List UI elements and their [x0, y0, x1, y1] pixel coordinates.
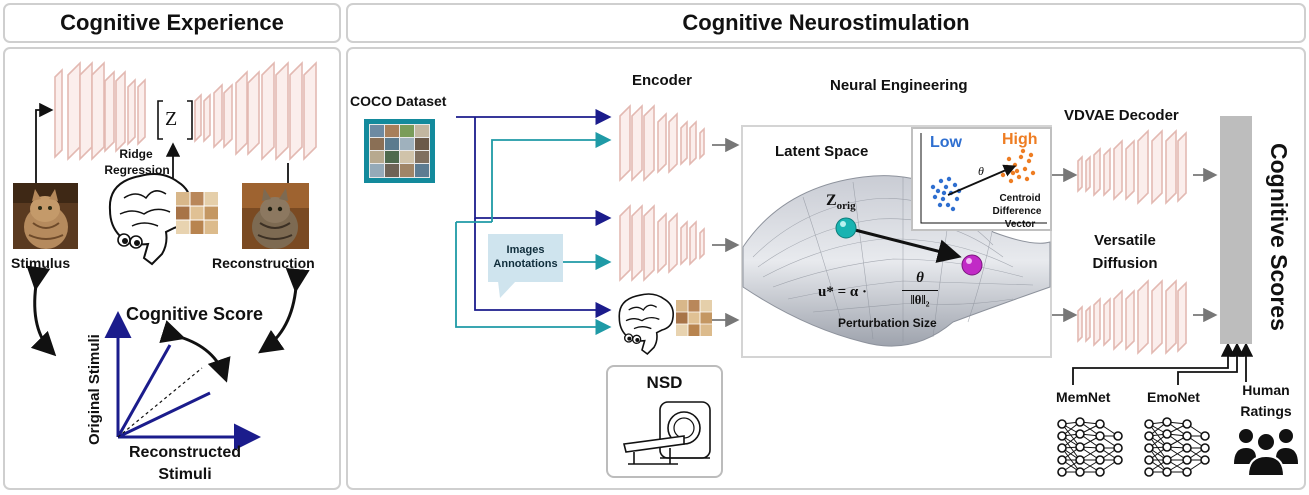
z-symbol: Z: [165, 108, 178, 130]
coco-to-nsd-arrow: [474, 218, 612, 319]
formula-numerator: θ: [916, 270, 924, 286]
emonet-network-icon: [1144, 417, 1210, 477]
teal-to-encoder1-arrow: [491, 131, 612, 222]
cognitive-score-label: Cognitive Score: [126, 304, 264, 324]
plot-diagonal-dashed: [117, 367, 203, 438]
left-voxel-grid: [176, 192, 218, 234]
centroid-scatter-plot: [920, 133, 1047, 224]
stimulus-label: Stimulus: [11, 255, 71, 271]
memnet-label: MemNet: [1056, 389, 1111, 405]
centroid-label-line2: Difference: [992, 206, 1042, 217]
stimulus-to-encoder-arrow: [35, 102, 54, 183]
target-point: [961, 254, 983, 276]
x-axis-label-line1: Reconstructed: [128, 444, 242, 461]
left-title-panel: [3, 3, 341, 43]
neural-engineering-label: Neural Engineering: [830, 77, 968, 94]
centroid-label-line3: Vector: [1004, 219, 1036, 230]
z-orig-point: [835, 217, 857, 239]
stimulus-cat-image: [13, 183, 78, 249]
z-orig-label: Zorig: [826, 192, 856, 212]
memnet-network-icon: [1057, 417, 1123, 477]
left-brain-icon: [108, 173, 192, 266]
plot-line-upper: [116, 344, 172, 438]
human-label-line1: Human: [1242, 382, 1290, 398]
left-encoder-layers: [54, 61, 146, 161]
encoder-stack-2: [619, 204, 705, 282]
versatile-label-line2: Diffusion: [1092, 255, 1158, 272]
formula-fraction-bar: [902, 290, 938, 291]
z-orig-sub: orig: [836, 200, 856, 213]
left-panel-title: Cognitive Experience: [60, 10, 284, 35]
nsd-label: NSD: [646, 373, 683, 392]
left-layer-stack: [54, 61, 317, 161]
mri-scanner-icon: [623, 401, 711, 465]
coco-to-encoder2-arrow: [474, 117, 612, 227]
reconstruction-label: Reconstruction: [212, 255, 315, 271]
images-label: Images: [506, 244, 545, 256]
regression-label: Regression: [104, 163, 170, 177]
latent-space-label: Latent Space: [775, 143, 869, 160]
low-label: Low: [930, 134, 962, 151]
memnet-to-scores-arrow: [1072, 342, 1236, 385]
right-brain-icon: [618, 293, 674, 356]
theta-label: θ: [978, 164, 984, 178]
reconstruction-cat-image: [242, 183, 309, 249]
right-title-panel: [346, 3, 1306, 43]
human-group-icon: [1234, 429, 1298, 477]
centroid-difference-arrow: [947, 164, 1017, 196]
perturbation-size-label: Perturbation Size: [838, 316, 937, 330]
encoder-label: Encoder: [632, 72, 693, 89]
vdvae-decoder-stack: [1077, 129, 1187, 205]
versatile-label-line1: Versatile: [1094, 232, 1156, 249]
left-decoder-layers: [194, 61, 317, 161]
formula-lhs: u* = α ·: [818, 284, 868, 300]
human-label-line2: Ratings: [1240, 403, 1292, 419]
formula-denominator: ‖θ‖₂: [910, 292, 930, 307]
images-annotations-bubble: Images Annotations: [488, 234, 563, 282]
right-panel-title: Cognitive Neurostimulation: [682, 10, 970, 35]
versatile-diffusion-stack: [1077, 279, 1187, 355]
z-orig-main: Z: [826, 192, 837, 209]
annotations-label: Annotations: [493, 258, 558, 270]
stimulus-score-curve: [26, 265, 57, 357]
emonet-label: EmoNet: [1147, 389, 1200, 405]
encoder-stack-1: [619, 104, 705, 182]
vdvae-decoder-label: VDVAE Decoder: [1064, 107, 1179, 124]
cognitive-scores-bar: [1220, 116, 1252, 344]
x-axis-label-line2: Stimuli: [158, 466, 212, 483]
bubble-tail: [498, 281, 516, 298]
emonet-to-scores-arrow: [1177, 342, 1245, 385]
perturbation-arrow: [854, 228, 962, 263]
cognitive-scores-label: Cognitive Scores: [1266, 143, 1292, 331]
centroid-label-line1: Centroid: [999, 193, 1041, 204]
ridge-label: Ridge: [119, 147, 153, 161]
reconstruction-score-curve: [258, 267, 310, 354]
right-voxel-grid: [676, 300, 712, 336]
score-angle-curve: [159, 320, 231, 383]
high-label: High: [1002, 131, 1038, 148]
left-flow-arrows: [26, 102, 310, 451]
teal-to-nsd-arrow: [455, 222, 612, 336]
coco-image-grid: [364, 119, 435, 183]
z-latent-box: [157, 100, 193, 140]
coco-dataset-label: COCO Dataset: [350, 93, 447, 109]
plot-line-lower: [117, 391, 211, 439]
